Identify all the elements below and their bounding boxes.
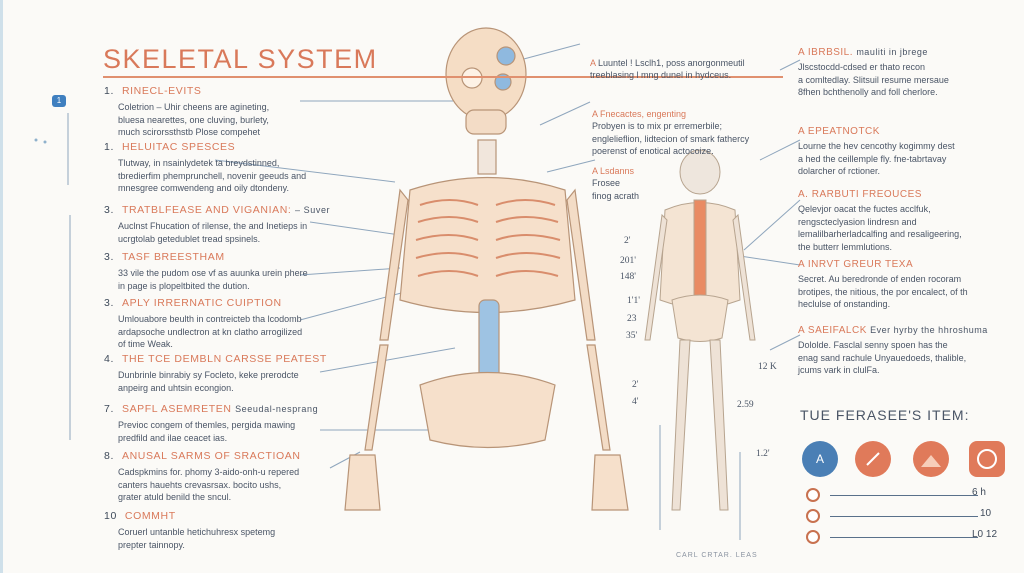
section-1: 1.RINECL-EVITS Coletrion – Uhir cheens a… (104, 85, 270, 137)
right-note-1: A IBRBSIL. mauliti in jbrege Jlscstocdd-… (798, 47, 949, 97)
legend-title: TUE FERASEE'S ITEM: (800, 407, 970, 423)
back-skeleton (644, 149, 756, 511)
title-rule (103, 76, 783, 78)
legend-line (830, 495, 978, 496)
legend-value: 10 (980, 508, 992, 519)
section-8: 8.ANUSAL SARMS OF SRACTIOAN Cadspkmins f… (104, 450, 301, 502)
step-badge: 1 (52, 95, 66, 107)
legend-dot-icon (806, 509, 820, 523)
front-skeleton (344, 27, 629, 511)
right-note-5: A SAEIFALCK Ever hyrby the hhroshuma Dol… (798, 325, 988, 375)
spine-label: 35' (626, 331, 638, 341)
mountain-icon (913, 441, 949, 477)
right-note-2: A EPEATNOTCK Lourne the hev cencothy kog… (798, 126, 955, 176)
section-4: 3.TASF BREESTHAM 33 vile the pudom ose v… (104, 251, 308, 291)
section-5: 3.APLY IRRERNATIC CUIPTION Umlouabore be… (104, 297, 303, 349)
spine-label: 2' (624, 236, 631, 246)
circle-a-icon: A (802, 441, 838, 477)
page-title: SKELETAL SYSTEM (103, 44, 378, 74)
section-3: 3.TRATBLFEASE AND VIGANIAN: – Suver Aucl… (104, 204, 331, 244)
spine-label: 1.2' (756, 449, 770, 459)
left-dots (34, 138, 47, 144)
spine-label: 2.59 (737, 400, 754, 410)
mid-note-1: A Luuntel ! Lsclh1, poss anorgonmeutil t… (590, 57, 745, 81)
legend-value: 6 h (972, 487, 986, 498)
phone-icon (969, 441, 1005, 477)
legend-dot-icon (806, 530, 820, 544)
spine-label: 1'1' (627, 296, 640, 306)
spine-label: 201' (620, 256, 636, 266)
spine-label: 2' (632, 380, 639, 390)
spine-label: 148' (620, 272, 636, 282)
legend-value: L0 12 (972, 529, 998, 540)
slash-circle-icon (855, 441, 891, 477)
spine-label: 23 (627, 314, 637, 324)
spine-label: 4' (632, 397, 639, 407)
legend-line (830, 537, 978, 538)
right-note-3: A. RARBUTI FREOUCES Qelevjor oacat the f… (798, 189, 962, 252)
section-7: 7.SAPFL ASEMRETEN Seeudal-nesprang Previ… (104, 403, 319, 443)
legend-line (830, 516, 978, 517)
section-6: 4.THE TCE DEMBLN CARSSE PEATEST Dunbrinl… (104, 353, 327, 393)
legend-dot-icon (806, 488, 820, 502)
spine-label: 12 K (758, 362, 777, 372)
section-2: 1.HELUITAC SPESCES Tlutway, in nsainlyde… (104, 141, 307, 193)
figure-caption: CARL CRTAR. LEAS (676, 552, 758, 559)
right-note-4: A INRVT GREUR TEXA Secret. Au beredronde… (798, 259, 968, 309)
